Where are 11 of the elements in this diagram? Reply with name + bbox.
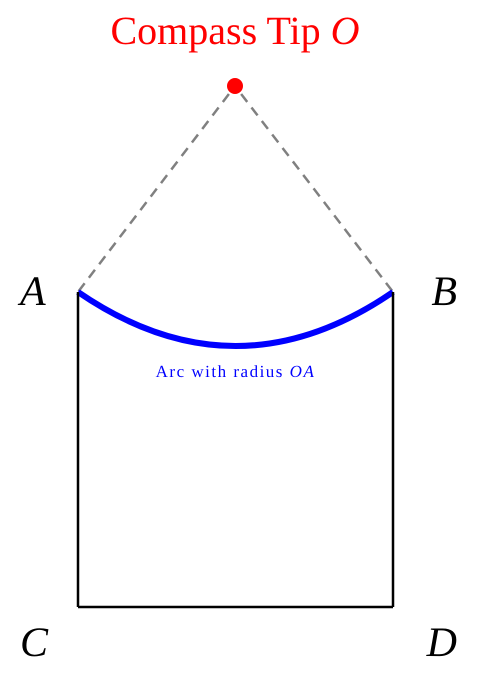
point-label: B [431, 268, 457, 316]
point-label: A [20, 268, 46, 316]
dashed-line [240, 93, 394, 293]
point-label: C [20, 619, 48, 667]
dashed-line [77, 93, 230, 293]
point-label: D [426, 619, 457, 667]
line-segment [78, 606, 393, 608]
point-label: Compass Tip O [110, 7, 360, 55]
line-segment [76, 292, 80, 607]
line-segment [392, 292, 394, 607]
arc [76, 289, 395, 349]
